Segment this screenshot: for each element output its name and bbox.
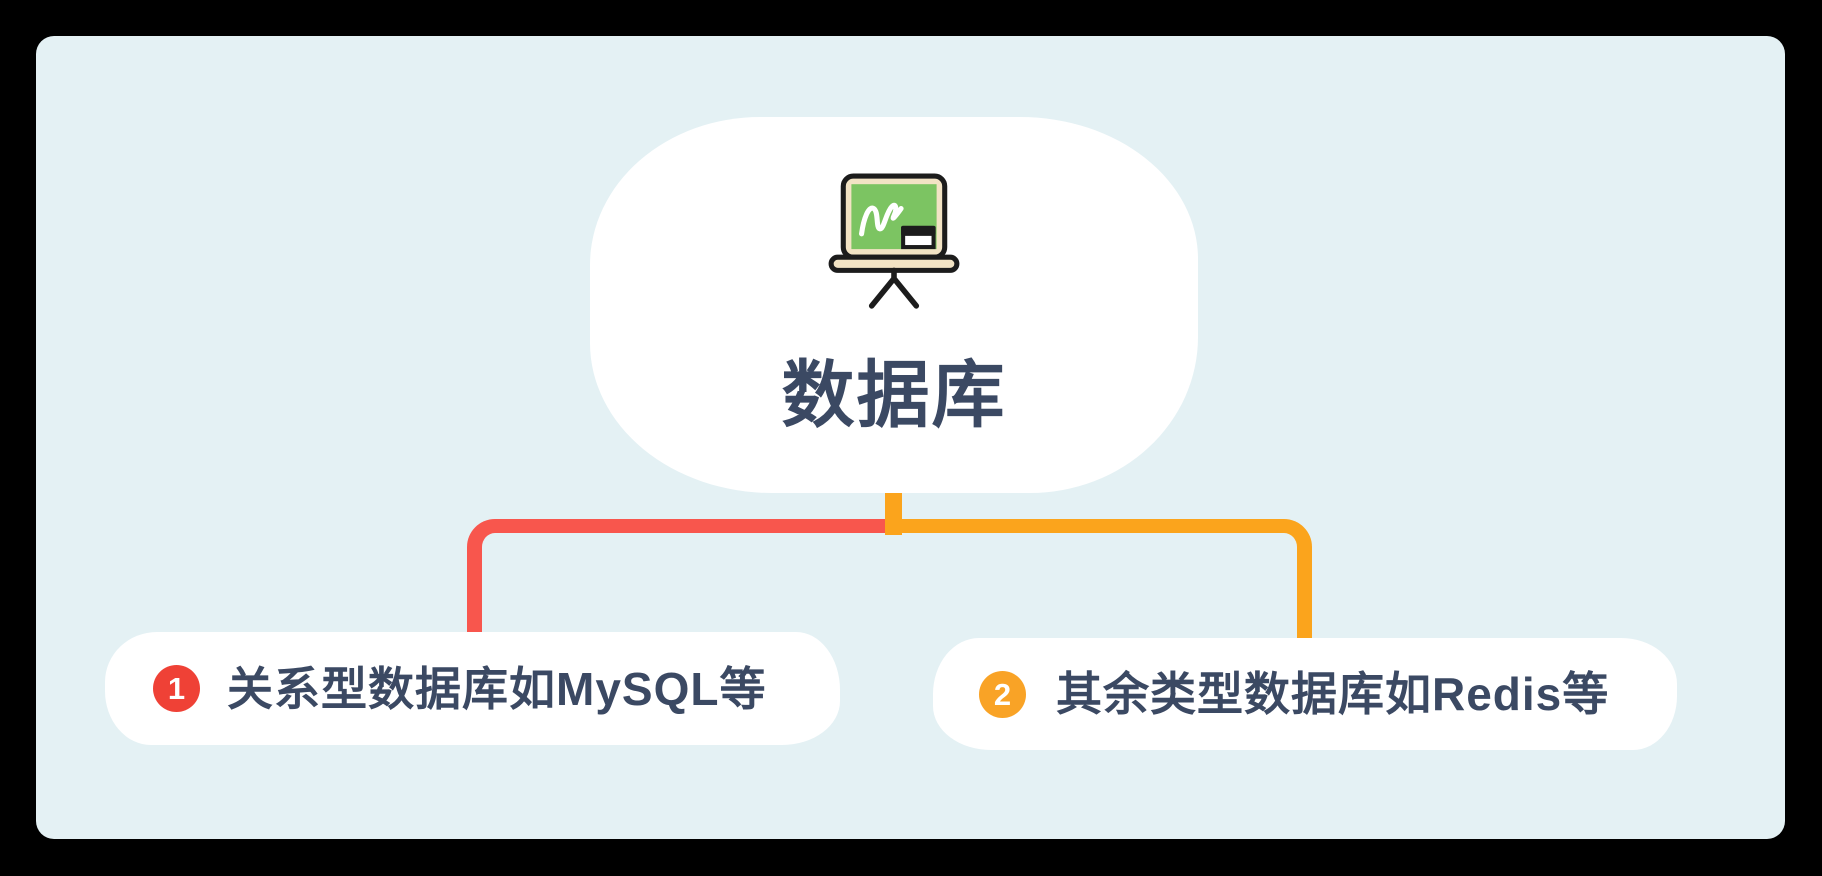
connector-root-stub [885, 489, 902, 535]
child-node-1-label: 关系型数据库如MySQL等 [227, 662, 767, 715]
child-node-2: 2 其余类型数据库如Redis等 [933, 638, 1677, 750]
connector-branch-1 [467, 519, 886, 636]
badge-1: 1 [153, 665, 200, 712]
mindmap-panel: 数据库 1 关系型数据库如MySQL等 2 其余类型数据库如Redis等 [36, 36, 1785, 839]
badge-2: 2 [979, 670, 1026, 718]
connector-branch-2 [886, 519, 1312, 642]
child-node-1: 1 关系型数据库如MySQL等 [105, 632, 840, 745]
eraser-top-icon [901, 225, 936, 236]
blackboard-icon [828, 173, 960, 309]
child-node-2-label: 其余类型数据库如Redis等 [1056, 668, 1610, 720]
chalk-squiggle-icon [859, 202, 904, 237]
root-node-title: 数据库 [781, 355, 1007, 436]
root-node: 数据库 [590, 117, 1198, 493]
board-legs-icon [868, 267, 920, 309]
